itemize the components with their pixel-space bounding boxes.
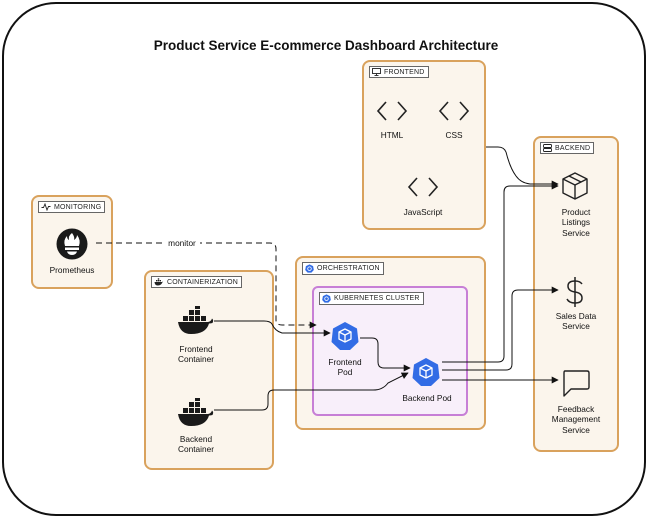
monitor-icon	[372, 68, 381, 76]
edge-backend-pod-to-product-listings	[442, 182, 559, 363]
node-label-frontend-container: Frontend Container	[178, 344, 214, 365]
node-label-backend-container: Backend Container	[178, 434, 214, 455]
kubernetes-icon	[305, 264, 314, 273]
node-label-sales-data: Sales Data Service	[555, 311, 597, 332]
group-kubernetes-cluster: KUBERNETES CLUSTER	[312, 286, 468, 416]
group-backend: BACKEND	[533, 136, 619, 452]
edge-css-to-product-listings	[486, 146, 559, 188]
box-icon	[562, 172, 588, 200]
edge-label-monitor: monitor	[168, 238, 196, 248]
node-label-prometheus: Prometheus	[49, 265, 95, 275]
activity-icon	[41, 203, 51, 211]
group-label-kubernetes-cluster: KUBERNETES CLUSTER	[319, 292, 424, 305]
node-label-javascript: JavaScript	[403, 207, 443, 217]
edge-backend-container-to-backend-pod	[214, 372, 409, 411]
node-label-backend-pod: Backend Pod	[402, 393, 452, 403]
code-icon	[407, 177, 439, 197]
server-icon	[543, 144, 552, 152]
node-label-product-listings: Product Listings Service	[561, 207, 591, 238]
diagram-title: Product Service E-commerce Dashboard Arc…	[153, 38, 499, 53]
docker-icon	[178, 306, 214, 334]
dollar-icon	[566, 277, 583, 307]
edge-label-bg	[164, 236, 200, 248]
group-label-orchestration: ORCHESTRATION	[302, 262, 384, 275]
kubernetes-pod-icon	[331, 322, 359, 350]
node-label-feedback: Feedback Management Service	[551, 404, 601, 435]
edge-frontend-pod-to-backend-pod	[360, 337, 411, 372]
group-label-containerization: CONTAINERIZATION	[151, 276, 242, 288]
docker-icon	[154, 278, 164, 286]
docker-icon	[178, 398, 214, 426]
group-label-backend: BACKEND	[540, 142, 595, 154]
kubernetes-pod-icon	[412, 358, 440, 386]
group-containerization: CONTAINERIZATION	[144, 270, 274, 470]
edge-frontend-container-to-frontend-pod	[214, 320, 331, 337]
node-label-frontend-pod: Frontend Pod	[328, 357, 362, 378]
edge-monitor	[96, 242, 317, 329]
group-label-frontend: FRONTEND	[369, 66, 429, 78]
kubernetes-icon	[322, 294, 331, 303]
node-label-html: HTML	[380, 130, 404, 140]
group-label-monitoring: MONITORING	[38, 201, 106, 213]
edge-backend-pod-to-sales-data	[442, 286, 559, 371]
group-frontend: FRONTEND	[362, 60, 486, 230]
prometheus-icon	[56, 228, 88, 260]
message-square-icon	[563, 370, 590, 397]
code-icon	[376, 101, 408, 121]
node-label-css: CSS	[445, 130, 463, 140]
code-icon	[438, 101, 470, 121]
